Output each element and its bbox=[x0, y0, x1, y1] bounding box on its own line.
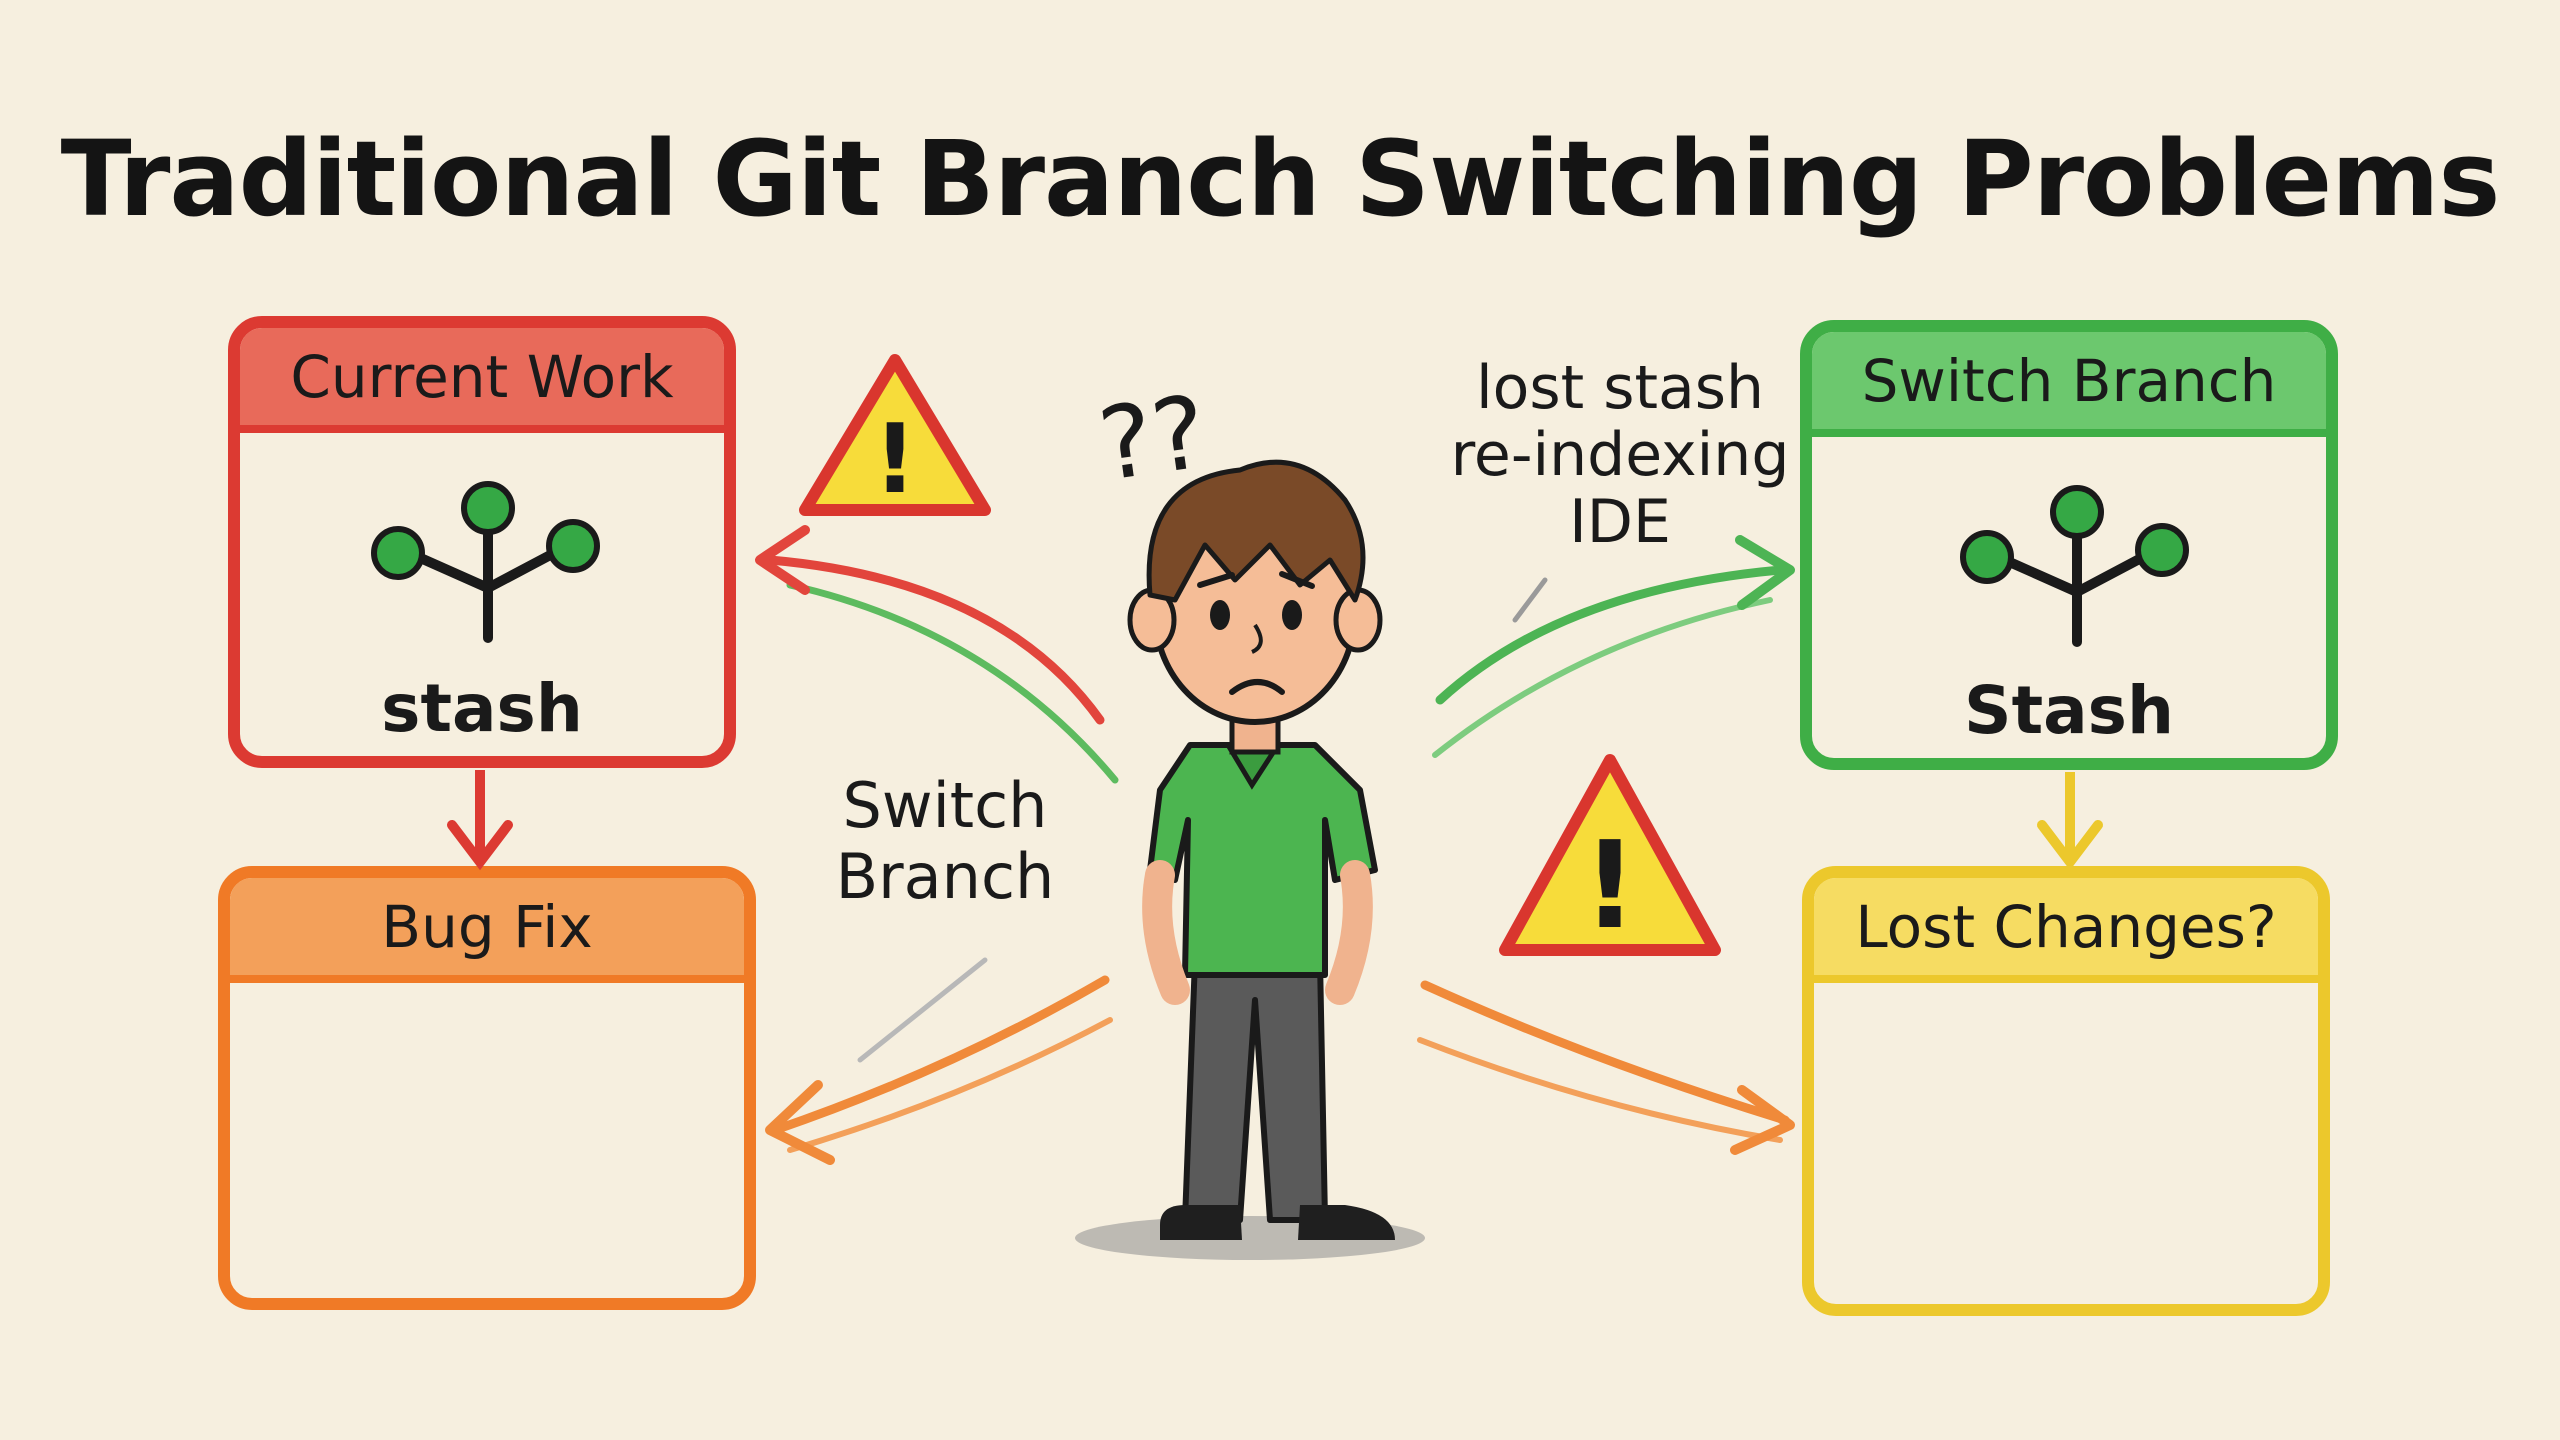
current-work-label: stash bbox=[381, 670, 583, 747]
switch-branch-annotation-text: Switch Branch bbox=[835, 769, 1055, 914]
arrow-switch-to-lost bbox=[2037, 772, 2103, 871]
switch-branch-annotation: Switch Branch bbox=[780, 770, 1110, 913]
git-branch-icon bbox=[1960, 485, 2189, 647]
current-work-header: Current Work bbox=[240, 328, 724, 433]
arrow-person-to-bug-fix bbox=[765, 975, 1113, 1165]
bug-fix-box: Bug Fix bbox=[218, 866, 756, 1310]
ide-line-1: lost stash bbox=[1475, 353, 1765, 423]
pencil-stroke-decoration bbox=[1512, 577, 1548, 623]
bug-fix-header: Bug Fix bbox=[230, 878, 744, 983]
ide-annotation: lost stash re-indexing IDE bbox=[1440, 353, 1800, 558]
warning-symbol: ! bbox=[873, 405, 916, 515]
warning-symbol: ! bbox=[1583, 817, 1638, 956]
arrow-person-to-current-work bbox=[755, 525, 1119, 784]
ide-line-3: IDE bbox=[1569, 487, 1671, 558]
switch-branch-header: Switch Branch bbox=[1812, 332, 2326, 437]
switch-branch-label: Stash bbox=[1964, 672, 2174, 749]
current-work-box: Current Work stash bbox=[228, 316, 736, 768]
arrow-current-to-bugfix bbox=[447, 770, 513, 871]
switch-branch-box: Switch Branch Stash bbox=[1800, 320, 2338, 770]
pencil-stroke-decoration bbox=[857, 957, 988, 1063]
warning-icon: ! bbox=[1499, 754, 1721, 956]
ide-line-2: re-indexing bbox=[1450, 420, 1790, 491]
confused-developer-figure bbox=[1075, 459, 1425, 1260]
lost-changes-header: Lost Changes? bbox=[1814, 878, 2318, 983]
arrow-person-to-switch-branch bbox=[1432, 535, 1795, 758]
git-branch-icon bbox=[371, 481, 600, 643]
warning-icon: ! bbox=[799, 354, 991, 516]
lost-changes-box: Lost Changes? bbox=[1802, 866, 2330, 1316]
diagram-title: Traditional Git Branch Switching Problem… bbox=[60, 118, 2501, 240]
arrow-person-to-lost-changes bbox=[1417, 980, 1795, 1155]
